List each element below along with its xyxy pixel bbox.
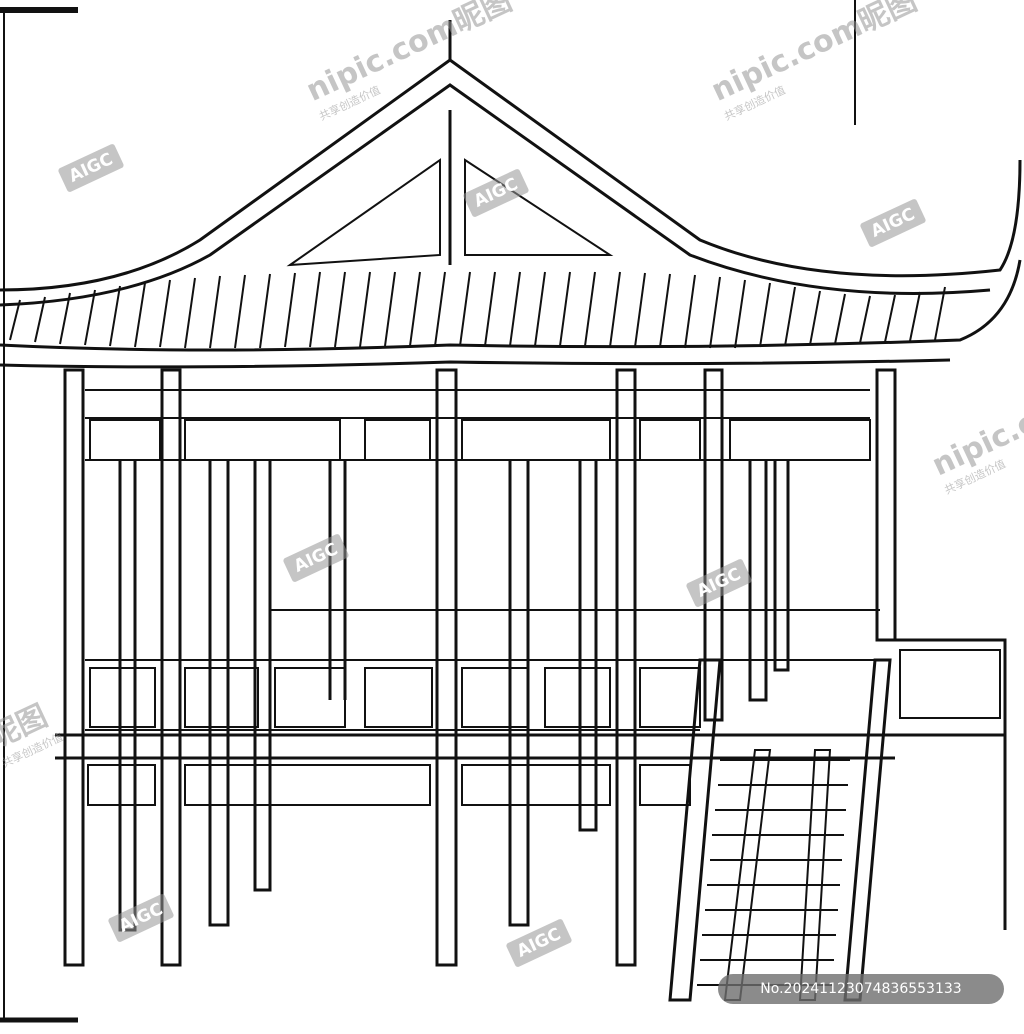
balustrade xyxy=(85,419,1001,806)
image-id-badge: No.20241123074836553133 By:35479210 xyxy=(718,974,1004,1027)
roof xyxy=(0,20,1022,369)
staircase xyxy=(668,658,892,1002)
roof-tiles xyxy=(9,271,946,349)
frame-marks xyxy=(0,0,856,1023)
